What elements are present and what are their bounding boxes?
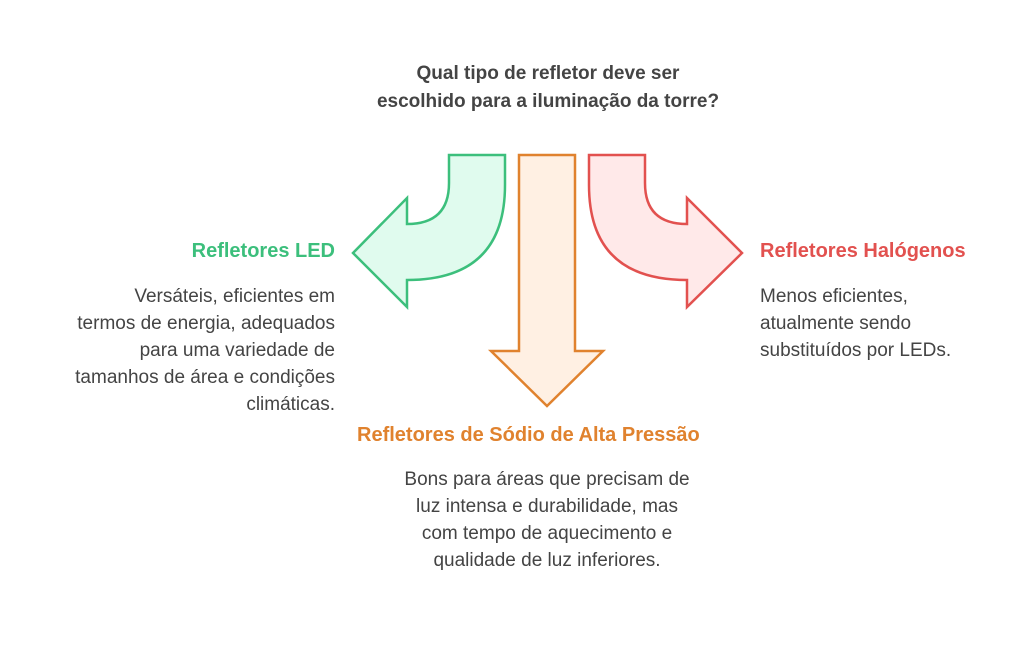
question-title: Qual tipo de refletor deve ser escolhido…: [376, 63, 720, 112]
option-sodium-title: Refletores de Sódio de Alta Pressão: [357, 424, 700, 446]
option-led-title: Refletores LED: [191, 240, 335, 262]
arrow-left-icon: [351, 153, 507, 311]
option-led-description: Versáteis, eficientes em termos de energ…: [75, 286, 335, 415]
option-halogen-description: Menos eficientes, atualmente sendo subst…: [760, 286, 952, 361]
option-halogen-title: Refletores Halógenos: [760, 240, 966, 262]
arrow-right-icon: [587, 153, 744, 310]
arrow-down-icon: [487, 153, 607, 408]
option-sodium-description: Bons para áreas que precisam de luz inte…: [404, 469, 690, 571]
